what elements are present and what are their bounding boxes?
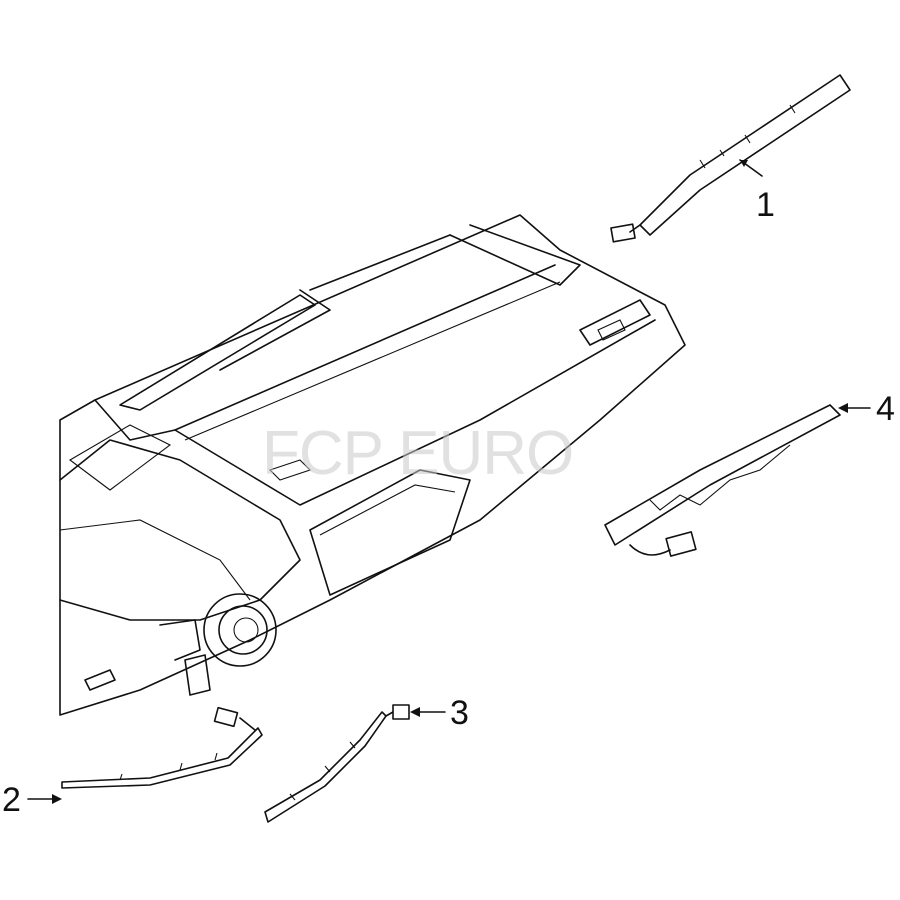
part-1-airbag bbox=[610, 74, 851, 243]
dashboard-assembly bbox=[59, 214, 686, 716]
callout-1: 1 bbox=[756, 186, 775, 224]
callout-3: 3 bbox=[450, 694, 469, 732]
part-4-airbag bbox=[604, 403, 871, 557]
watermark-logo: FCP EURO bbox=[262, 419, 574, 488]
part-2-airbag bbox=[27, 706, 263, 804]
callout-2: 2 bbox=[2, 781, 21, 819]
part-3-airbag bbox=[264, 704, 446, 823]
callout-4: 4 bbox=[876, 390, 895, 428]
